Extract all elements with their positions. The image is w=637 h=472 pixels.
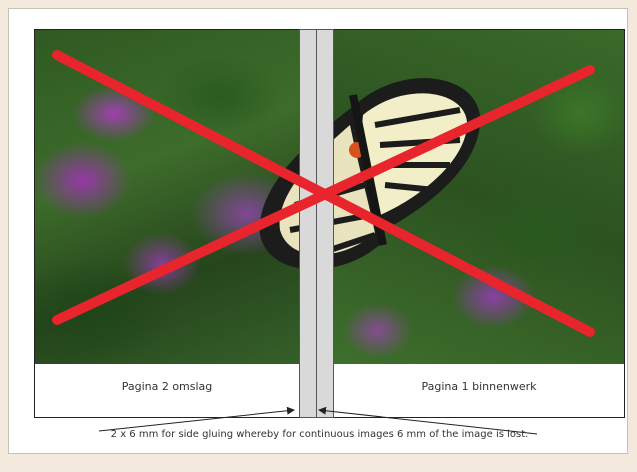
left-page-label: Pagina 2 omslag xyxy=(35,380,299,393)
diagram-frame: Pagina 2 omslag Pagina 1 binnenwerk 2 x … xyxy=(8,8,628,454)
gutter-strip-left xyxy=(299,29,317,418)
gutter-strip-right xyxy=(316,29,334,418)
butterfly-icon xyxy=(235,65,495,295)
right-page-label: Pagina 1 binnenwerk xyxy=(334,380,624,393)
gluing-caption: 2 x 6 mm for side gluing whereby for con… xyxy=(1,429,637,440)
book-spread: Pagina 2 omslag Pagina 1 binnenwerk xyxy=(34,29,625,418)
